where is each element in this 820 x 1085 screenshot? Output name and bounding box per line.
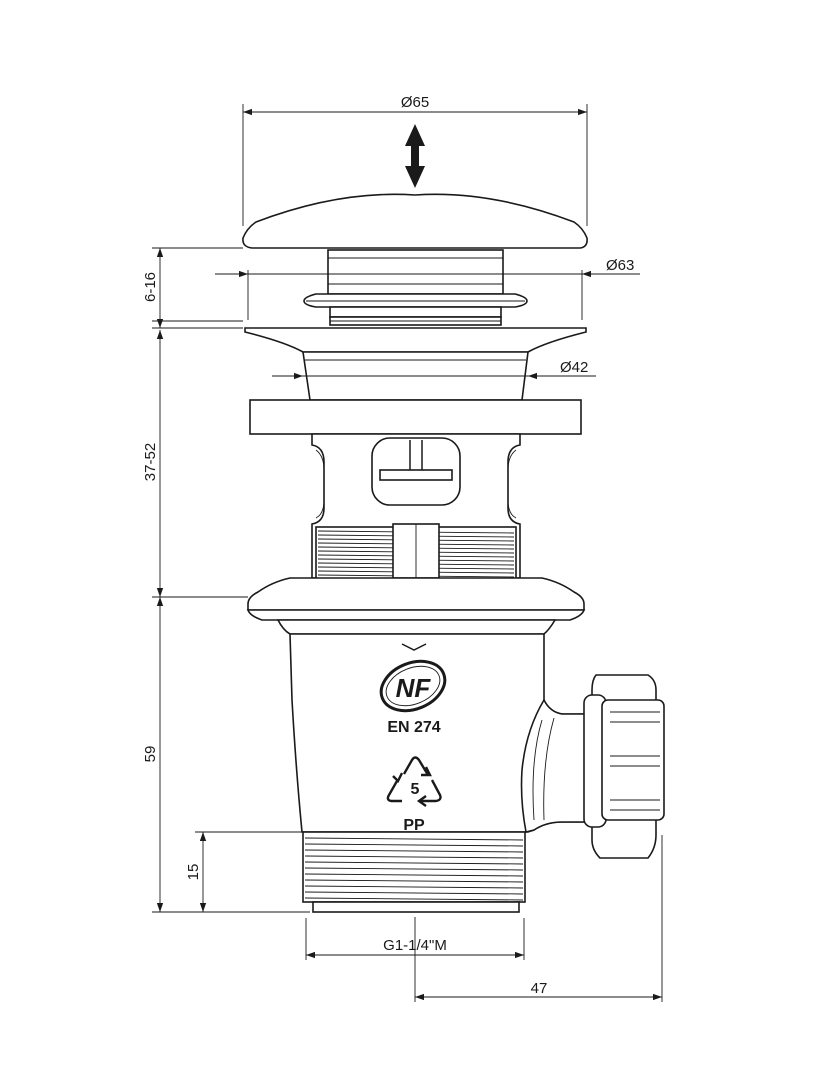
dim-cap-diameter: Ø65 bbox=[242, 94, 588, 226]
body-diameter-label: Ø42 bbox=[560, 359, 588, 376]
dim-overflow-offset: 47 bbox=[414, 835, 663, 1002]
nf-logo-icon: NF bbox=[379, 659, 447, 713]
lift-range-label: 6-16 bbox=[142, 272, 159, 302]
cap-stem bbox=[327, 249, 504, 295]
thread-line bbox=[304, 879, 524, 883]
thread-line bbox=[304, 837, 524, 841]
overflow-connector bbox=[520, 698, 586, 833]
chevron-mark-icon bbox=[401, 643, 427, 651]
thread-line bbox=[304, 897, 524, 901]
collar bbox=[247, 577, 585, 611]
dimensions: Ø65 Ø63 Ø42 6-16 bbox=[142, 94, 663, 1002]
seat-flange bbox=[244, 327, 587, 353]
threaded-section bbox=[315, 523, 517, 580]
double-arrow-icon bbox=[405, 124, 425, 188]
dim-thread-length: 15 bbox=[185, 831, 303, 912]
cap-diameter-label: Ø65 bbox=[401, 94, 429, 111]
overflow-offset-label: 47 bbox=[531, 980, 548, 997]
thread-line bbox=[304, 849, 524, 853]
thread-line bbox=[304, 885, 524, 889]
standard-label: EN 274 bbox=[387, 719, 440, 736]
seat-diameter-label: Ø63 bbox=[606, 257, 634, 274]
thread-line bbox=[304, 855, 524, 859]
dome-cap bbox=[242, 193, 588, 249]
valve-part bbox=[242, 193, 665, 913]
dim-body-height: 59 bbox=[142, 597, 310, 913]
thread-length-label: 15 bbox=[185, 864, 202, 881]
lock-nut bbox=[249, 399, 582, 435]
seal-ring bbox=[303, 293, 528, 308]
dim-body-diameter: Ø42 bbox=[272, 359, 596, 380]
hex-nut bbox=[583, 674, 665, 859]
material-label: PP bbox=[403, 817, 425, 834]
thread-line bbox=[304, 867, 524, 871]
thread-line bbox=[304, 891, 524, 895]
recycle-code: 5 bbox=[411, 781, 420, 798]
body-height-label: 59 bbox=[142, 746, 159, 763]
dim-lift-range: 6-16 bbox=[142, 247, 243, 329]
dim-seat-diameter: Ø63 bbox=[215, 257, 640, 320]
recycle-icon bbox=[386, 756, 442, 807]
thread-line bbox=[304, 873, 524, 877]
thread-line bbox=[304, 843, 524, 847]
markings: NF EN 274 5 PP bbox=[379, 643, 447, 834]
dim-install-height: 37-52 bbox=[142, 330, 248, 598]
install-height-label: 37-52 bbox=[142, 443, 159, 481]
nf-label: NF bbox=[396, 673, 432, 703]
bottom-thread bbox=[302, 831, 526, 913]
thread-line bbox=[304, 861, 524, 865]
